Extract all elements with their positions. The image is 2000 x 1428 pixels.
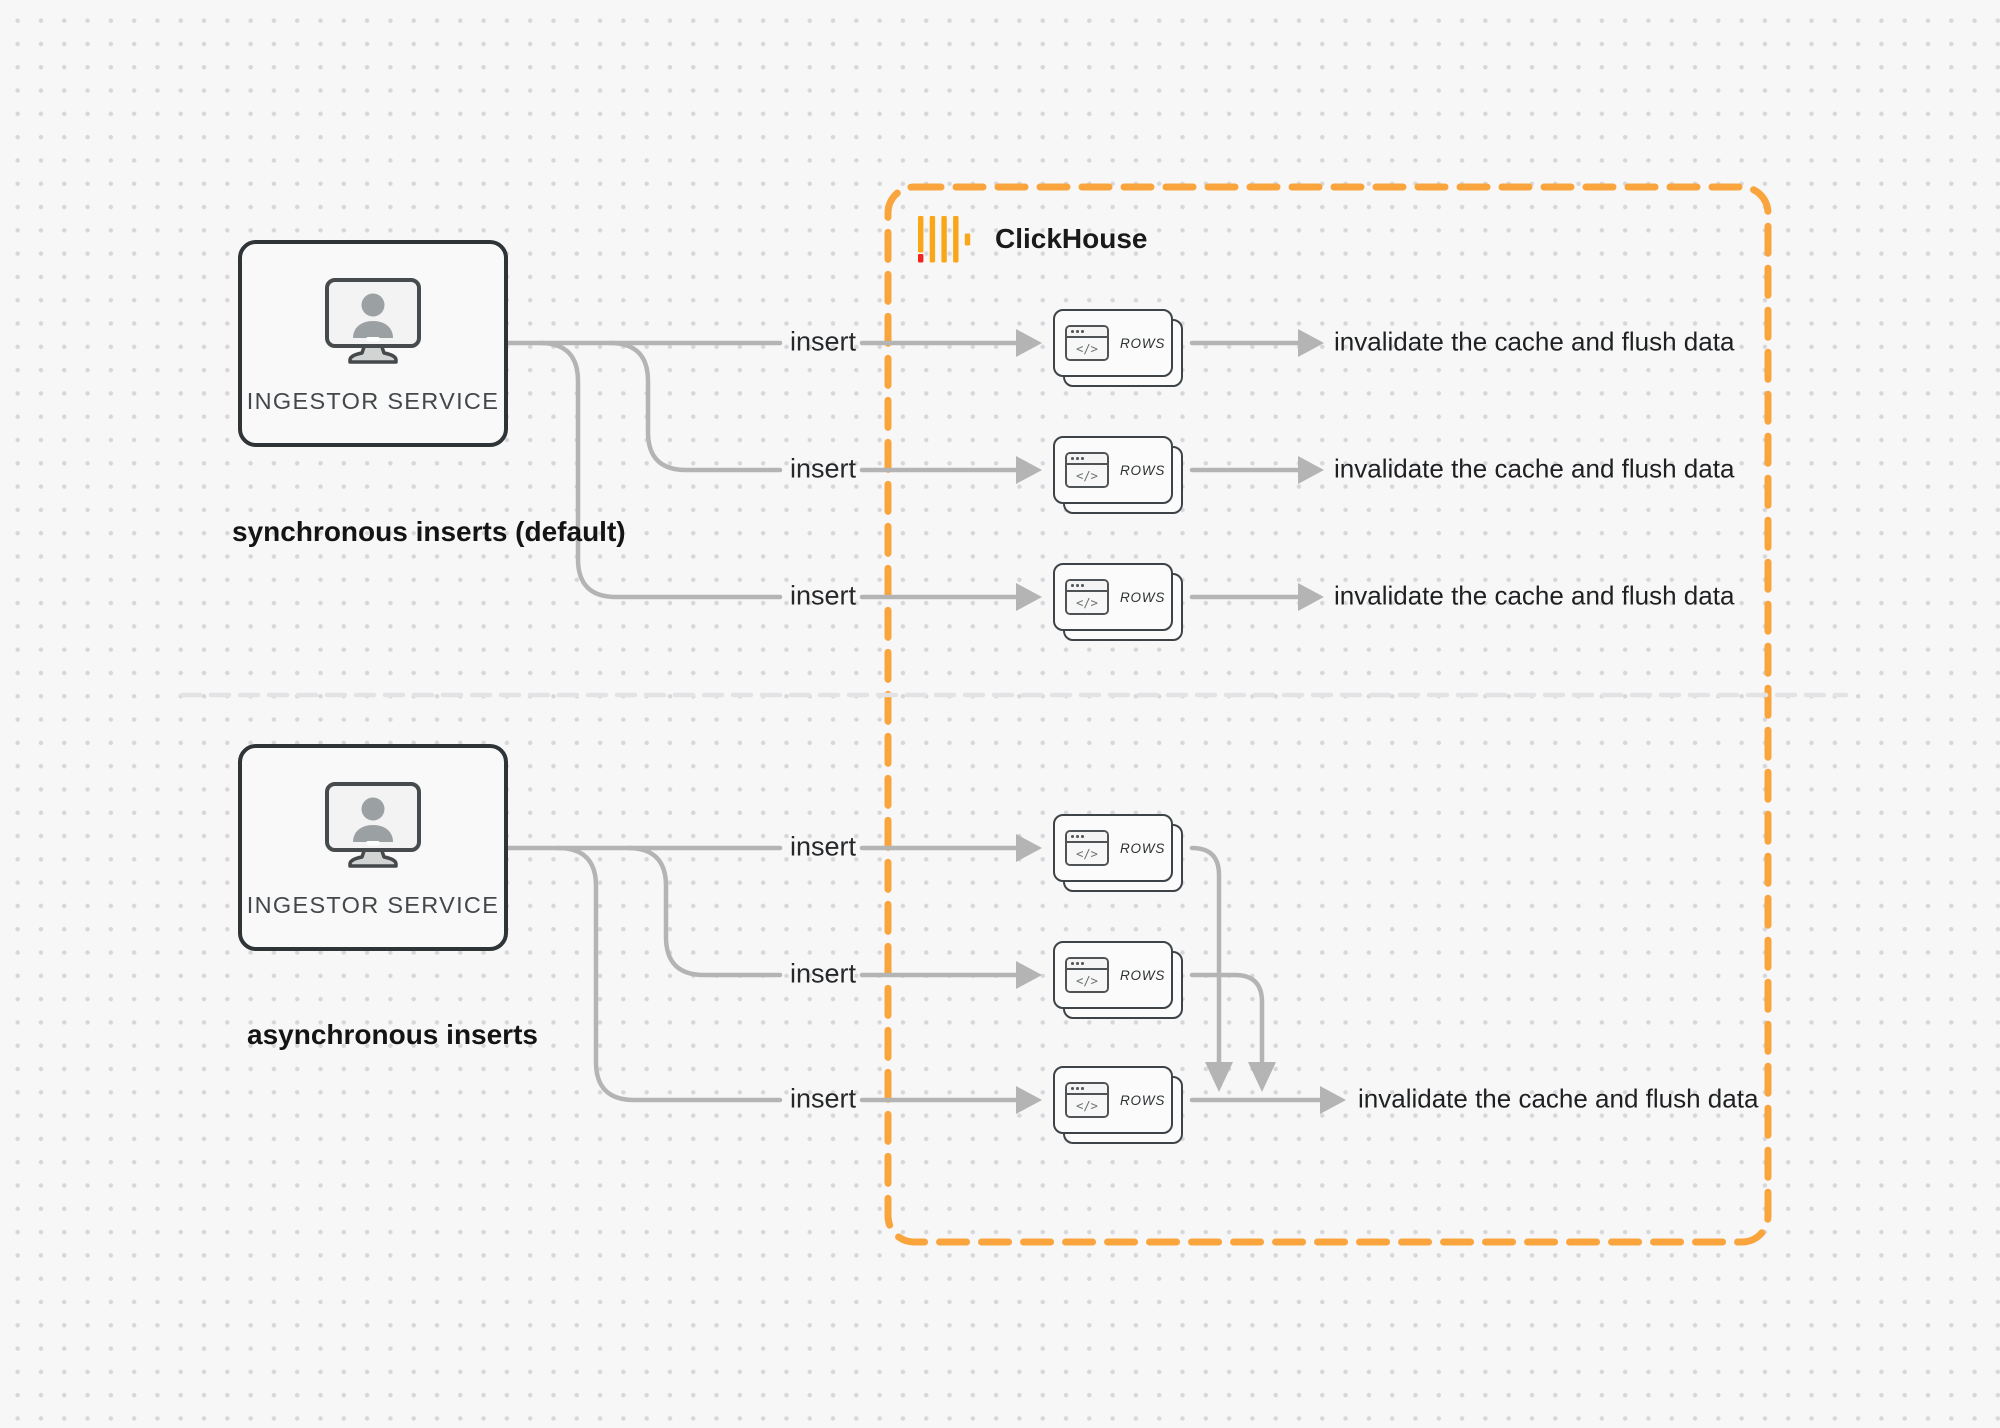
- sync-wire-3: [537, 340, 783, 600]
- rows-card: </> ROWS: [1053, 814, 1173, 882]
- clickhouse-boundary: [884, 183, 1772, 1246]
- outcome-label: invalidate the cache and flush data: [1334, 580, 1735, 611]
- async-caption: asynchronous inserts: [247, 1019, 538, 1050]
- rows-card: </> ROWS: [1053, 563, 1173, 631]
- workstation-icon: [325, 278, 421, 364]
- arrowhead: [1016, 456, 1042, 484]
- clickhouse-logo-icon: [918, 216, 971, 263]
- arrowhead: [1298, 329, 1324, 357]
- arrowhead: [1320, 1086, 1346, 1114]
- arrowhead: [1016, 583, 1042, 611]
- code-glyph: </>: [1076, 846, 1098, 861]
- code-glyph: </>: [1076, 595, 1098, 610]
- insert-label: insert: [789, 958, 857, 989]
- async-merge-2: [1189, 972, 1265, 1067]
- sync-wire-2: [607, 340, 783, 473]
- service-title: INGESTOR SERVICE: [246, 892, 500, 918]
- rows-card: </> ROWS: [1053, 436, 1173, 504]
- rows-label: ROWS: [1120, 1092, 1166, 1108]
- arrowhead-down: [1248, 1062, 1276, 1092]
- async-connectors: [505, 845, 1325, 1103]
- arrowhead: [1016, 1086, 1042, 1114]
- sync-caption: synchronous inserts (default): [232, 516, 626, 547]
- rows-card: </> ROWS: [1053, 309, 1173, 377]
- rows-batch: </> ROWS: [1053, 436, 1183, 514]
- insert-label: insert: [789, 453, 857, 484]
- rows-batch: </> ROWS: [1053, 563, 1183, 641]
- rows-label: ROWS: [1120, 462, 1166, 478]
- rows-batch: </> ROWS: [1053, 1066, 1183, 1144]
- code-glyph: </>: [1076, 1098, 1098, 1113]
- code-window-icon: </>: [1065, 830, 1109, 866]
- rows-batch: </> ROWS: [1053, 941, 1183, 1019]
- outcome-label: invalidate the cache and flush data: [1334, 326, 1735, 357]
- arrowhead: [1016, 834, 1042, 862]
- clickhouse-brand: ClickHouse: [918, 214, 1148, 264]
- rows-card: </> ROWS: [1053, 1066, 1173, 1134]
- code-window-icon: </>: [1065, 1082, 1109, 1118]
- insert-label: insert: [789, 831, 857, 862]
- code-glyph: </>: [1076, 973, 1098, 988]
- arrowhead: [1016, 961, 1042, 989]
- code-glyph: </>: [1076, 341, 1098, 356]
- async-wire-3: [555, 845, 783, 1103]
- code-window-icon: </>: [1065, 579, 1109, 615]
- insert-label: insert: [789, 580, 857, 611]
- code-window-icon: </>: [1065, 957, 1109, 993]
- insert-label: insert: [789, 1083, 857, 1114]
- workstation-icon: [325, 782, 421, 868]
- arrowhead: [1016, 329, 1042, 357]
- arrowhead: [1298, 583, 1324, 611]
- rows-label: ROWS: [1120, 967, 1166, 983]
- arrowhead-down: [1205, 1062, 1233, 1092]
- rows-batch: </> ROWS: [1053, 814, 1183, 892]
- async-ingestor-service-box: INGESTOR SERVICE: [238, 744, 508, 951]
- clickhouse-brand-name: ClickHouse: [995, 223, 1148, 254]
- outcome-label: invalidate the cache and flush data: [1334, 453, 1735, 484]
- code-glyph: </>: [1076, 468, 1098, 483]
- async-wire-2: [625, 845, 783, 978]
- rows-batch: </> ROWS: [1053, 309, 1183, 387]
- async-arrowheads: [1016, 834, 1346, 1114]
- code-window-icon: </>: [1065, 325, 1109, 361]
- rows-label: ROWS: [1120, 589, 1166, 605]
- service-title: INGESTOR SERVICE: [246, 388, 500, 414]
- outcome-label: invalidate the cache and flush data: [1358, 1083, 1759, 1114]
- rows-label: ROWS: [1120, 335, 1166, 351]
- async-merge-1: [1189, 845, 1222, 1067]
- code-window-icon: </>: [1065, 452, 1109, 488]
- sync-arrowheads: [1016, 329, 1324, 611]
- insert-label: insert: [789, 326, 857, 357]
- arrowhead: [1298, 456, 1324, 484]
- sync-ingestor-service-box: INGESTOR SERVICE: [238, 240, 508, 447]
- sync-connectors: [505, 340, 1303, 600]
- rows-card: </> ROWS: [1053, 941, 1173, 1009]
- rows-label: ROWS: [1120, 840, 1166, 856]
